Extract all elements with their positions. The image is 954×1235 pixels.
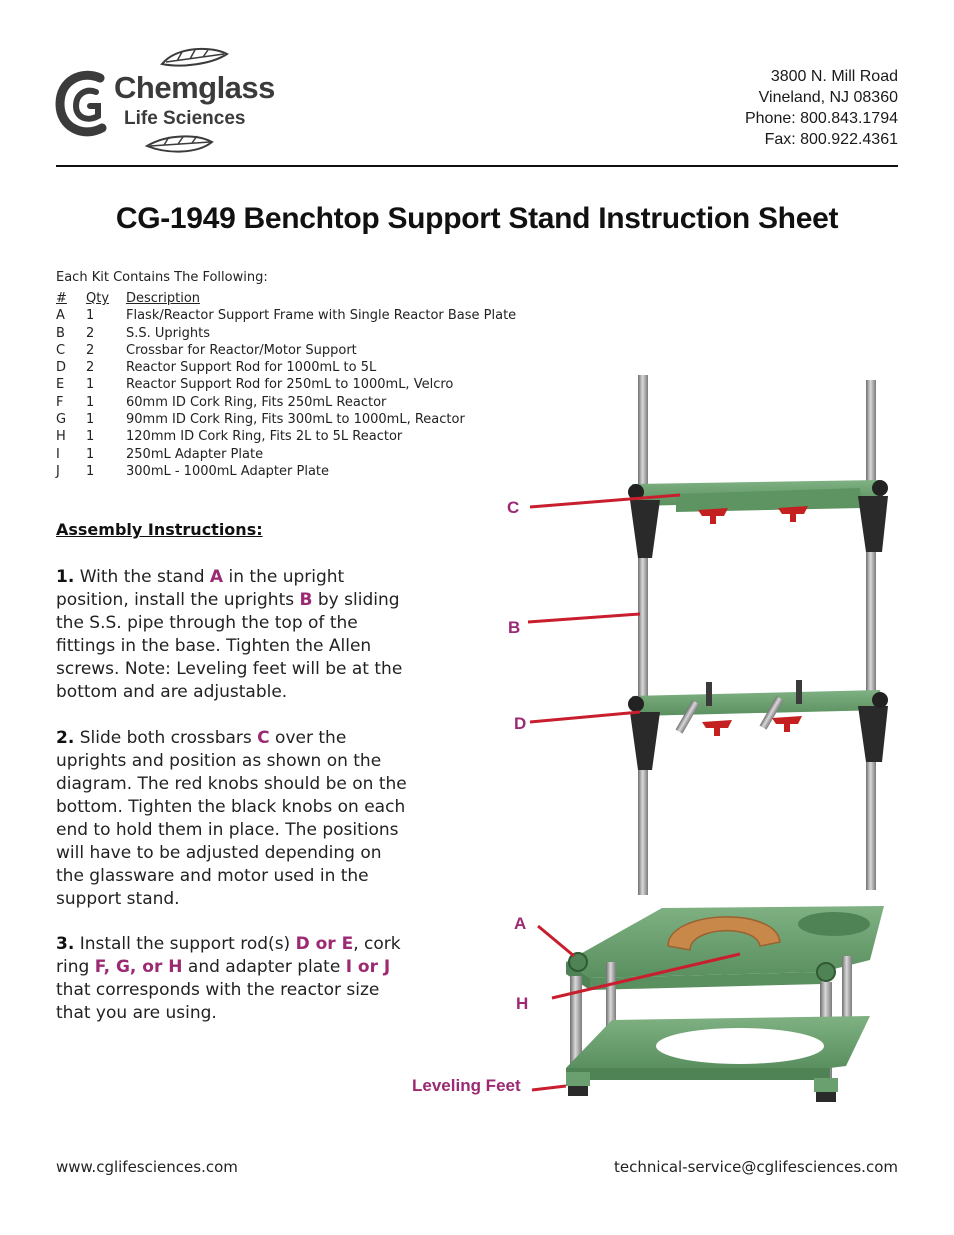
part-description: S.S. Uprights: [126, 325, 210, 341]
footer-email[interactable]: technical-service@cglifesciences.com: [614, 1158, 898, 1176]
parts-row: C 2 Crossbar for Reactor/Motor Support: [56, 342, 516, 359]
step-1-text-c: by sliding the S.S. pipe through the top…: [56, 590, 403, 702]
assembly-heading: Assembly Instructions:: [56, 520, 263, 539]
col-description-header: Description: [126, 291, 201, 306]
step-2: 2. Slide both crossbars C over the uprig…: [56, 727, 408, 911]
step-3-ref-rods: D or E: [295, 934, 354, 954]
step-3-text-d: that corresponds with the reactor size t…: [56, 980, 380, 1023]
part-qty: 1: [86, 429, 95, 445]
callout-leveling-feet-label: Leveling Feet: [412, 1076, 521, 1095]
part-number: B: [56, 325, 65, 341]
parts-row: J 1 300mL - 1000mL Adapter Plate: [56, 463, 516, 480]
part-number: E: [56, 377, 65, 393]
step-1: 1. With the stand A in the upright posit…: [56, 566, 408, 704]
part-number: A: [56, 308, 65, 324]
parts-row: A 1 Flask/Reactor Support Frame with Singl…: [56, 307, 516, 324]
step-2-text-b: over the uprights and position as shown …: [56, 728, 407, 909]
parts-row: F 1 60mm ID Cork Ring, Fits 250mL Reactor: [56, 394, 516, 411]
step-2-text-a: Slide both crossbars: [74, 728, 258, 748]
part-qty: 1: [86, 446, 95, 462]
part-description: Reactor Support Rod for 1000mL to 5L: [126, 360, 377, 376]
part-qty: 1: [86, 394, 95, 410]
step-3-text-b: , cork ring: [56, 934, 401, 977]
step-1-ref-b: B: [299, 590, 313, 610]
company-address: 3800 N. Mill Road Vineland, NJ 08360 Pho…: [745, 66, 898, 150]
part-number: C: [56, 342, 66, 358]
step-1-ref-a: A: [209, 567, 224, 587]
step-2-ref-c: C: [257, 728, 270, 748]
part-number: H: [56, 429, 66, 445]
parts-row: D 2 Reactor Support Rod for 1000mL to 5L: [56, 359, 516, 376]
step-1-text-b: in the upright position, install the upr…: [56, 567, 345, 610]
logo-mark-icon: [55, 47, 229, 153]
company-logo: Chemglass Life Sciences: [52, 42, 292, 162]
callout-d-label: D: [514, 714, 527, 733]
callout-c-label: C: [507, 498, 520, 517]
parts-header-row: # Qty Description: [56, 290, 516, 307]
step-3-ref-plate: I or J: [345, 957, 391, 977]
logo-subtitle: Life Sciences: [124, 108, 246, 129]
address-fax: Fax: 800.922.4361: [764, 131, 898, 148]
part-qty: 1: [86, 308, 95, 324]
step-1-number: 1.: [56, 567, 75, 587]
part-description: 250mL Adapter Plate: [126, 446, 264, 462]
parts-row: I 1 250mL Adapter Plate: [56, 446, 516, 463]
part-description: Flask/Reactor Support Frame with Single …: [126, 308, 517, 324]
part-number: F: [56, 394, 64, 410]
page-title: CG-1949 Benchtop Support Stand Instructi…: [115, 202, 839, 235]
part-number: D: [56, 360, 67, 376]
part-number: J: [56, 463, 60, 479]
col-qty-header: Qty: [86, 291, 110, 306]
address-city: Vineland, NJ 08360: [758, 89, 898, 106]
col-number-header: #: [56, 291, 67, 306]
callout-b-label: B: [508, 618, 521, 637]
callout-a-label: A: [514, 914, 527, 933]
parts-rows: A 1 Flask/Reactor Support Frame with Singl…: [56, 307, 516, 480]
part-qty: 1: [86, 412, 95, 428]
part-description: Crossbar for Reactor/Motor Support: [126, 342, 357, 358]
parts-row: G 1 90mm ID Cork Ring, Fits 300mL to 1000m…: [56, 411, 516, 428]
parts-row: E 1 Reactor Support Rod for 250mL to 1000m…: [56, 376, 516, 393]
step-3-number: 3.: [56, 934, 75, 954]
footer-website[interactable]: www.cglifesciences.com: [56, 1158, 238, 1176]
step-2-number: 2.: [56, 728, 75, 748]
part-qty: 1: [86, 377, 95, 393]
support-stand-diagram: C B D A H Leveling Feet: [400, 360, 954, 1120]
step-1-text-a: With the stand: [74, 567, 210, 587]
part-description: Reactor Support Rod for 250mL to 1000mL,…: [126, 377, 454, 393]
step-3-ref-cork: F, G, or H: [94, 957, 183, 977]
parts-list: # Qty Description A 1 Flask/Reactor Suppor…: [56, 290, 516, 480]
part-description: 60mm ID Cork Ring, Fits 250mL Reactor: [126, 394, 387, 410]
kit-intro: Each Kit Contains The Following:: [56, 270, 268, 285]
logo-name: Chemglass: [114, 70, 275, 105]
part-number: I: [56, 446, 60, 462]
parts-row: B 2 S.S. Uprights: [56, 325, 516, 342]
part-description: 90mm ID Cork Ring, Fits 300mL to 1000mL,…: [126, 412, 465, 428]
step-3: 3. Install the support rod(s) D or E, co…: [56, 933, 408, 1025]
part-qty: 2: [86, 360, 95, 376]
address-street: 3800 N. Mill Road: [770, 68, 898, 85]
step-3-text-a: Install the support rod(s): [74, 934, 296, 954]
header-divider: [56, 165, 898, 167]
part-number: G: [56, 412, 67, 428]
callout-h-label: H: [516, 994, 529, 1013]
parts-row: H 1 120mm ID Cork Ring, Fits 2L to 5L Reac…: [56, 428, 516, 445]
address-phone: Phone: 800.843.1794: [744, 110, 898, 127]
step-3-text-c: and adapter plate: [182, 957, 346, 977]
part-qty: 1: [86, 463, 95, 479]
part-description: 120mm ID Cork Ring, Fits 2L to 5L Reacto…: [126, 429, 403, 445]
support-stand-illustration: [527, 375, 888, 1102]
part-qty: 2: [86, 342, 95, 358]
part-description: 300mL - 1000mL Adapter Plate: [126, 463, 330, 479]
part-qty: 2: [86, 325, 95, 341]
